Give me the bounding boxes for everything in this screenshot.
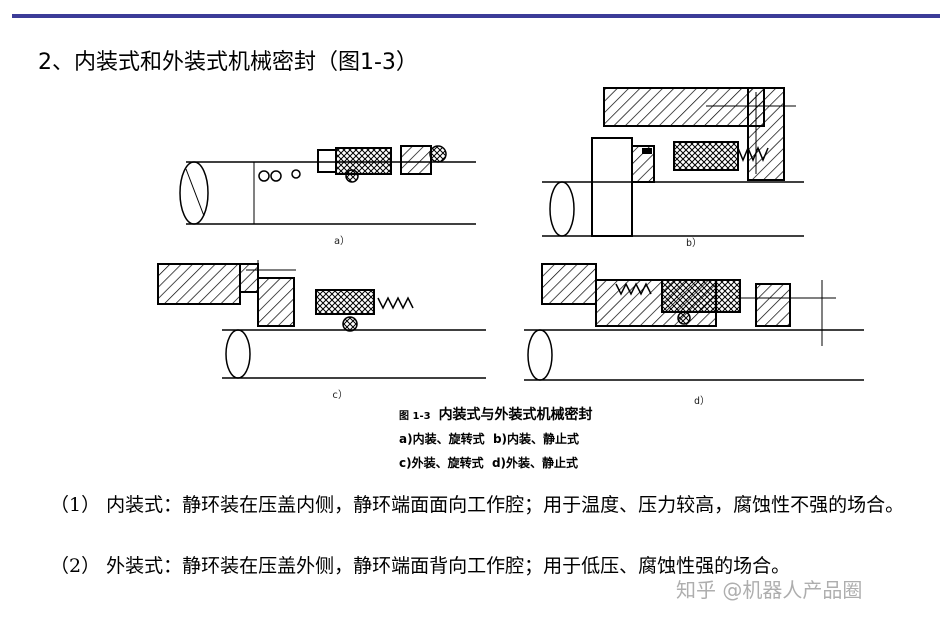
figure-caption-number: 图 1-3	[399, 411, 431, 422]
diagram-d	[524, 263, 864, 381]
page-title: 2、内装式和外装式机械密封（图1-3）	[38, 50, 418, 75]
figure-caption-line-2: c)外装、旋转式 d)外装、静止式	[399, 456, 579, 470]
paragraph-external-seal: （2） 外装式：静环装在压盖外侧，静环端面背向工作腔；用于低压、腐蚀性强的场合。	[50, 555, 791, 577]
figure-mechanical-seals: a） b） c） d） 图 1-3 内装式与外装式机械密封 a)内装、旋转式 b)…	[146, 84, 872, 474]
figure-caption-line-1: a)内装、旋转式 b)内装、静止式	[399, 432, 580, 446]
figure-caption-title: 图 1-3 内装式与外装式机械密封	[399, 404, 593, 424]
seal-diagrams	[157, 87, 864, 381]
top-rule	[12, 14, 940, 18]
sublabel-a: a）	[334, 236, 351, 247]
diagram-a	[179, 145, 476, 225]
diagram-b	[542, 87, 804, 237]
paragraph-internal-seal: （1） 内装式：静环装在压盖内侧，静环端面面向工作腔；用于温度、压力较高，腐蚀性…	[50, 494, 905, 516]
sublabel-b: b）	[686, 238, 703, 249]
watermark: 知乎 @机器人产品圈	[676, 578, 863, 602]
diagram-c	[157, 260, 486, 379]
sublabel-d: d）	[694, 396, 711, 407]
figure-caption-text: 内装式与外装式机械密封	[438, 407, 593, 423]
sublabel-c: c）	[332, 390, 349, 401]
